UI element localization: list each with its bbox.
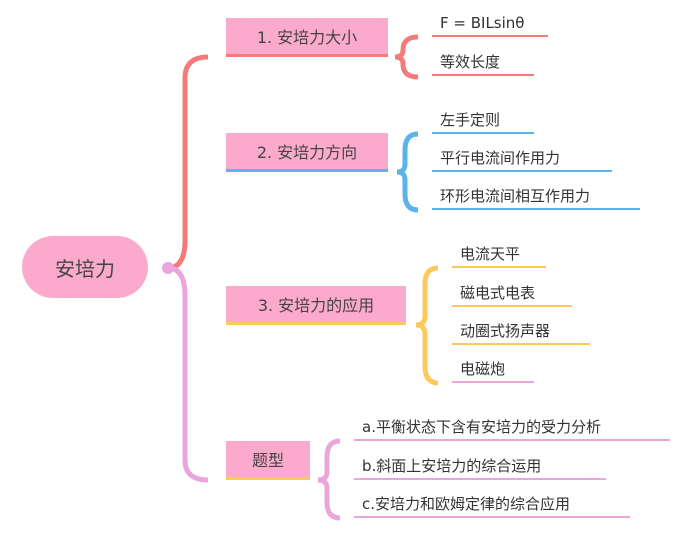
brace-4 xyxy=(317,438,341,521)
leaf-formula[interactable]: F = BILsinθ xyxy=(432,13,548,37)
leaf-parallel-current[interactable]: 平行电流间作用力 xyxy=(432,148,612,172)
trunk-node xyxy=(162,262,174,274)
leaf-type-c[interactable]: c.安培力和欧姆定律的综合应用 xyxy=(354,494,630,518)
trunk-upper xyxy=(167,54,209,271)
leaf-current-balance[interactable]: 电流天平 xyxy=(452,244,546,268)
leaf-type-b[interactable]: b.斜面上安培力的综合运用 xyxy=(354,456,606,480)
root-node[interactable]: 安培力 xyxy=(22,236,148,298)
leaf-galvanometer[interactable]: 磁电式电表 xyxy=(452,283,572,307)
brace-3 xyxy=(415,265,439,386)
leaf-left-hand-rule[interactable]: 左手定则 xyxy=(432,110,534,134)
leaf-railgun[interactable]: 电磁炮 xyxy=(452,359,534,383)
leaf-effective-length[interactable]: 等效长度 xyxy=(432,52,534,76)
brace-1 xyxy=(394,34,419,80)
leaf-ring-current[interactable]: 环形电流间相互作用力 xyxy=(432,186,640,210)
branch-magnitude[interactable]: 1. 安培力大小 xyxy=(226,18,388,57)
trunk-lower xyxy=(167,265,209,483)
branch-question-types[interactable]: 题型 xyxy=(226,441,310,480)
branch-direction[interactable]: 2. 安培力方向 xyxy=(226,133,388,172)
leaf-speaker[interactable]: 动圈式扬声器 xyxy=(452,321,590,345)
leaf-type-a[interactable]: a.平衡状态下含有安培力的受力分析 xyxy=(354,417,670,441)
brace-2 xyxy=(396,131,419,213)
branch-application[interactable]: 3. 安培力的应用 xyxy=(226,286,406,325)
